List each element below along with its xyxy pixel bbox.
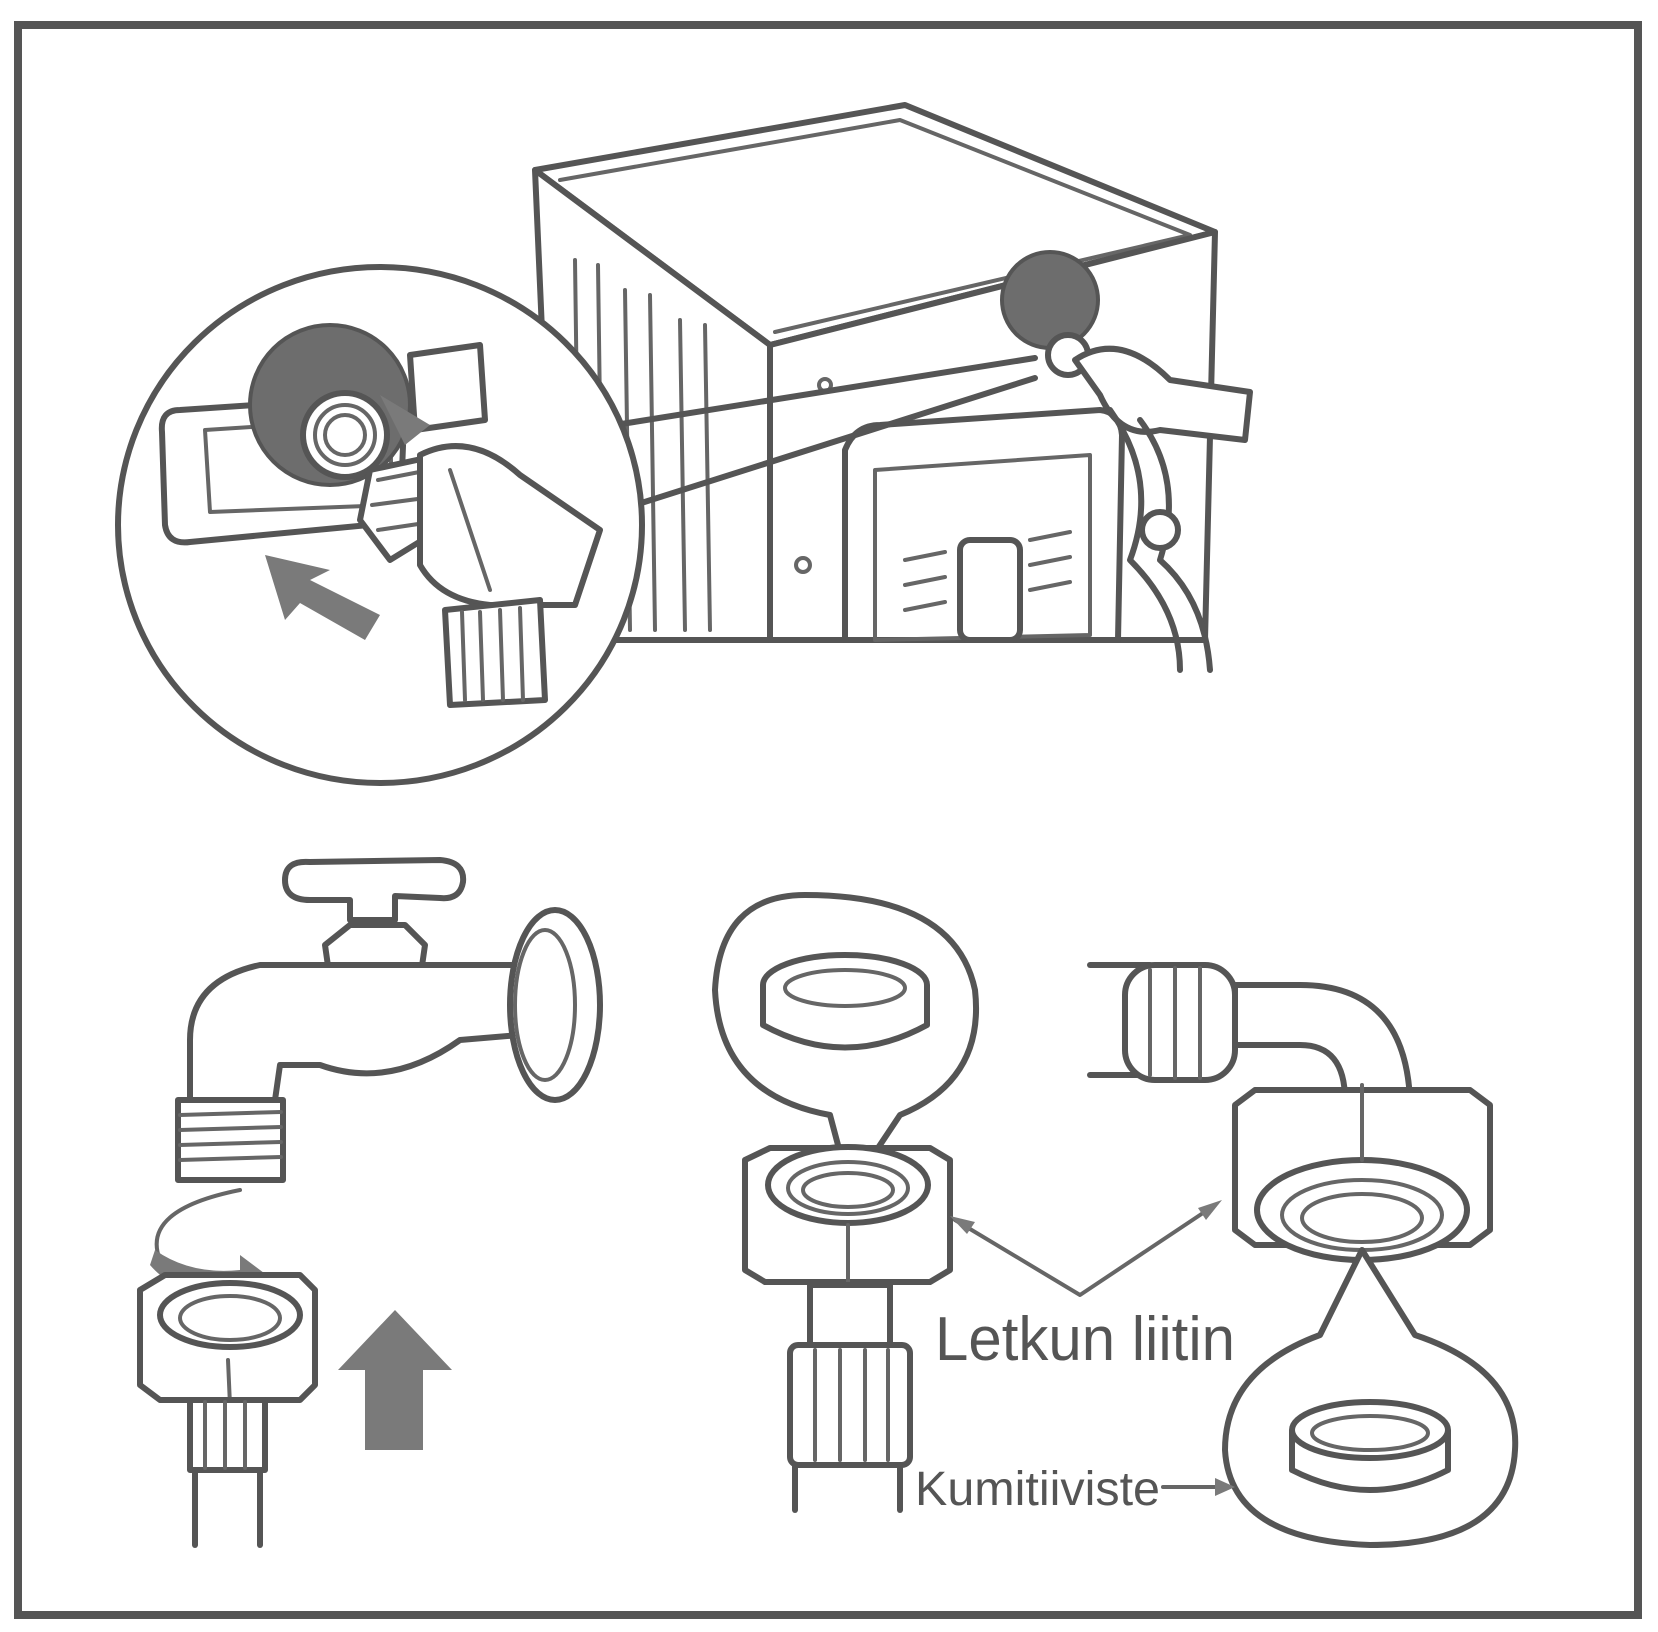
connector-right [1090, 965, 1515, 1545]
magnifier-circle-icon [118, 267, 642, 783]
rubber-seal-label: Kumitiiviste [915, 1463, 1160, 1516]
washing-machine-rear-icon [535, 105, 1250, 670]
up-arrow-icon [338, 1310, 452, 1450]
hose-connector-label: Letkun liitin [935, 1305, 1235, 1374]
connector-middle [715, 895, 976, 1510]
